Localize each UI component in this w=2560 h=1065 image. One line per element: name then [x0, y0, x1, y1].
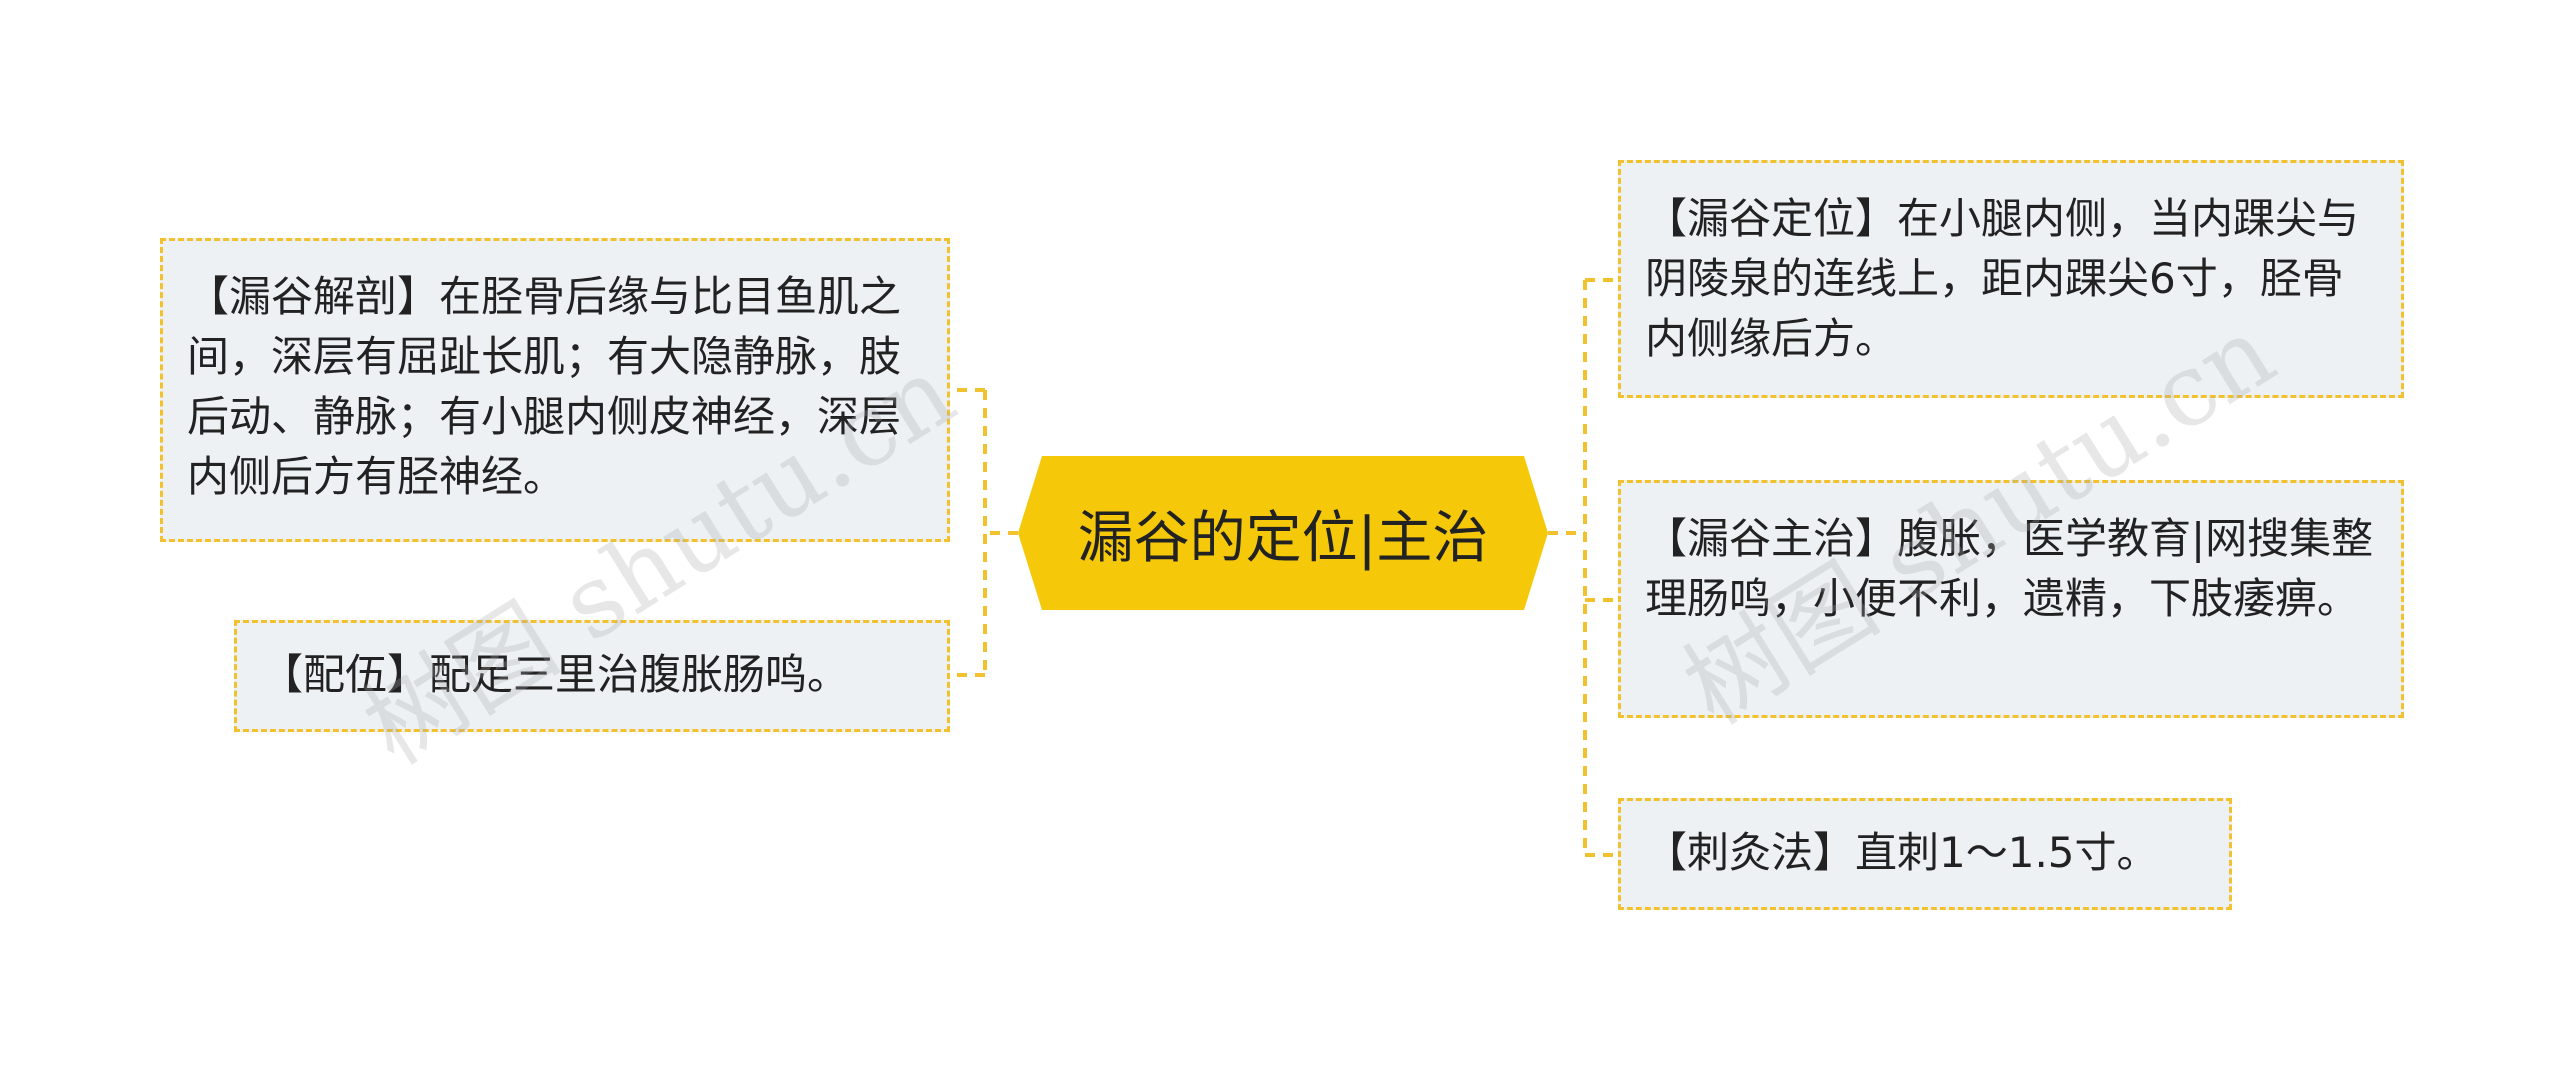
- node-loucu-indications[interactable]: 【漏谷主治】腹胀，医学教育|网搜集整理肠鸣，小便不利，遗精，下肢痿痹。: [1618, 480, 2404, 718]
- node-loucu-location-text: 【漏谷定位】在小腿内侧，当内踝尖与阴陵泉的连线上，距内踝尖6寸，胫骨内侧缘后方。: [1645, 194, 2360, 363]
- node-combination-text: 【配伍】配足三里治腹胀肠鸣。: [261, 650, 850, 699]
- node-loucu-anatomy-text: 【漏谷解剖】在胫骨后缘与比目鱼肌之间，深层有屈趾长肌；有大隐静脉，肢后动、静脉；…: [187, 272, 902, 501]
- central-topic-shape: [1018, 456, 1548, 610]
- node-acupuncture-method-text: 【刺灸法】直刺1～1.5寸。: [1645, 828, 2159, 877]
- central-topic[interactable]: 漏谷的定位|主治: [1018, 456, 1548, 610]
- node-combination[interactable]: 【配伍】配足三里治腹胀肠鸣。: [234, 620, 950, 732]
- central-topic-label: 漏谷的定位|主治: [1077, 505, 1489, 571]
- node-loucu-location[interactable]: 【漏谷定位】在小腿内侧，当内踝尖与阴陵泉的连线上，距内踝尖6寸，胫骨内侧缘后方。: [1618, 160, 2404, 398]
- node-acupuncture-method[interactable]: 【刺灸法】直刺1～1.5寸。: [1618, 798, 2232, 910]
- node-loucu-indications-text: 【漏谷主治】腹胀，医学教育|网搜集整理肠鸣，小便不利，遗精，下肢痿痹。: [1645, 514, 2374, 623]
- node-loucu-anatomy[interactable]: 【漏谷解剖】在胫骨后缘与比目鱼肌之间，深层有屈趾长肌；有大隐静脉，肢后动、静脉；…: [160, 238, 950, 542]
